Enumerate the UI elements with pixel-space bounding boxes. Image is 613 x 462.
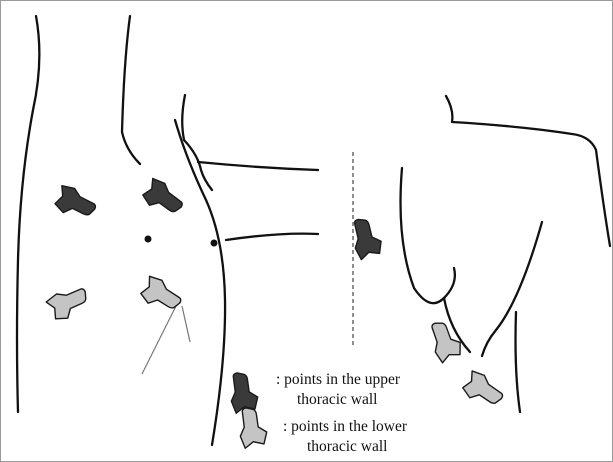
landmark-dot bbox=[145, 236, 152, 243]
ultrasound-probe-icon bbox=[422, 317, 466, 365]
guide-line bbox=[182, 306, 190, 342]
back-spine-line bbox=[122, 16, 140, 164]
ultrasound-probe-icon bbox=[139, 275, 185, 312]
guide-lines bbox=[142, 306, 190, 374]
legend-lower-line1: : points in the lower bbox=[283, 418, 408, 435]
ultrasound-probe-icon bbox=[344, 215, 386, 263]
ultrasound-probe-icon bbox=[140, 177, 187, 216]
legend: : points in the upper thoracic wall : po… bbox=[276, 371, 408, 455]
breast-contour bbox=[401, 168, 455, 303]
ultrasound-probe-icon bbox=[44, 279, 92, 324]
legend-upper-line1: : points in the upper bbox=[276, 371, 401, 388]
back-view-outline bbox=[17, 16, 225, 445]
raised-arm-upper-contour bbox=[198, 162, 318, 170]
legend-upper-line2: thoracic wall bbox=[297, 391, 377, 408]
landmark-dot bbox=[211, 240, 218, 247]
side-hip-contour bbox=[516, 312, 521, 412]
guide-line bbox=[142, 306, 176, 374]
side-view-outline bbox=[198, 96, 610, 412]
side-back-contour bbox=[446, 96, 610, 246]
ultrasound-probe-icon bbox=[222, 369, 261, 416]
ultrasound-probe-icon bbox=[54, 185, 99, 219]
legend-lower-line2: thoracic wall bbox=[307, 438, 387, 455]
side-inner-contour bbox=[482, 222, 542, 356]
raised-arm-lower-contour bbox=[226, 234, 318, 240]
back-arm-contour bbox=[182, 95, 212, 190]
back-left-contour bbox=[17, 16, 39, 412]
ultrasound-probe-icon bbox=[460, 370, 507, 408]
